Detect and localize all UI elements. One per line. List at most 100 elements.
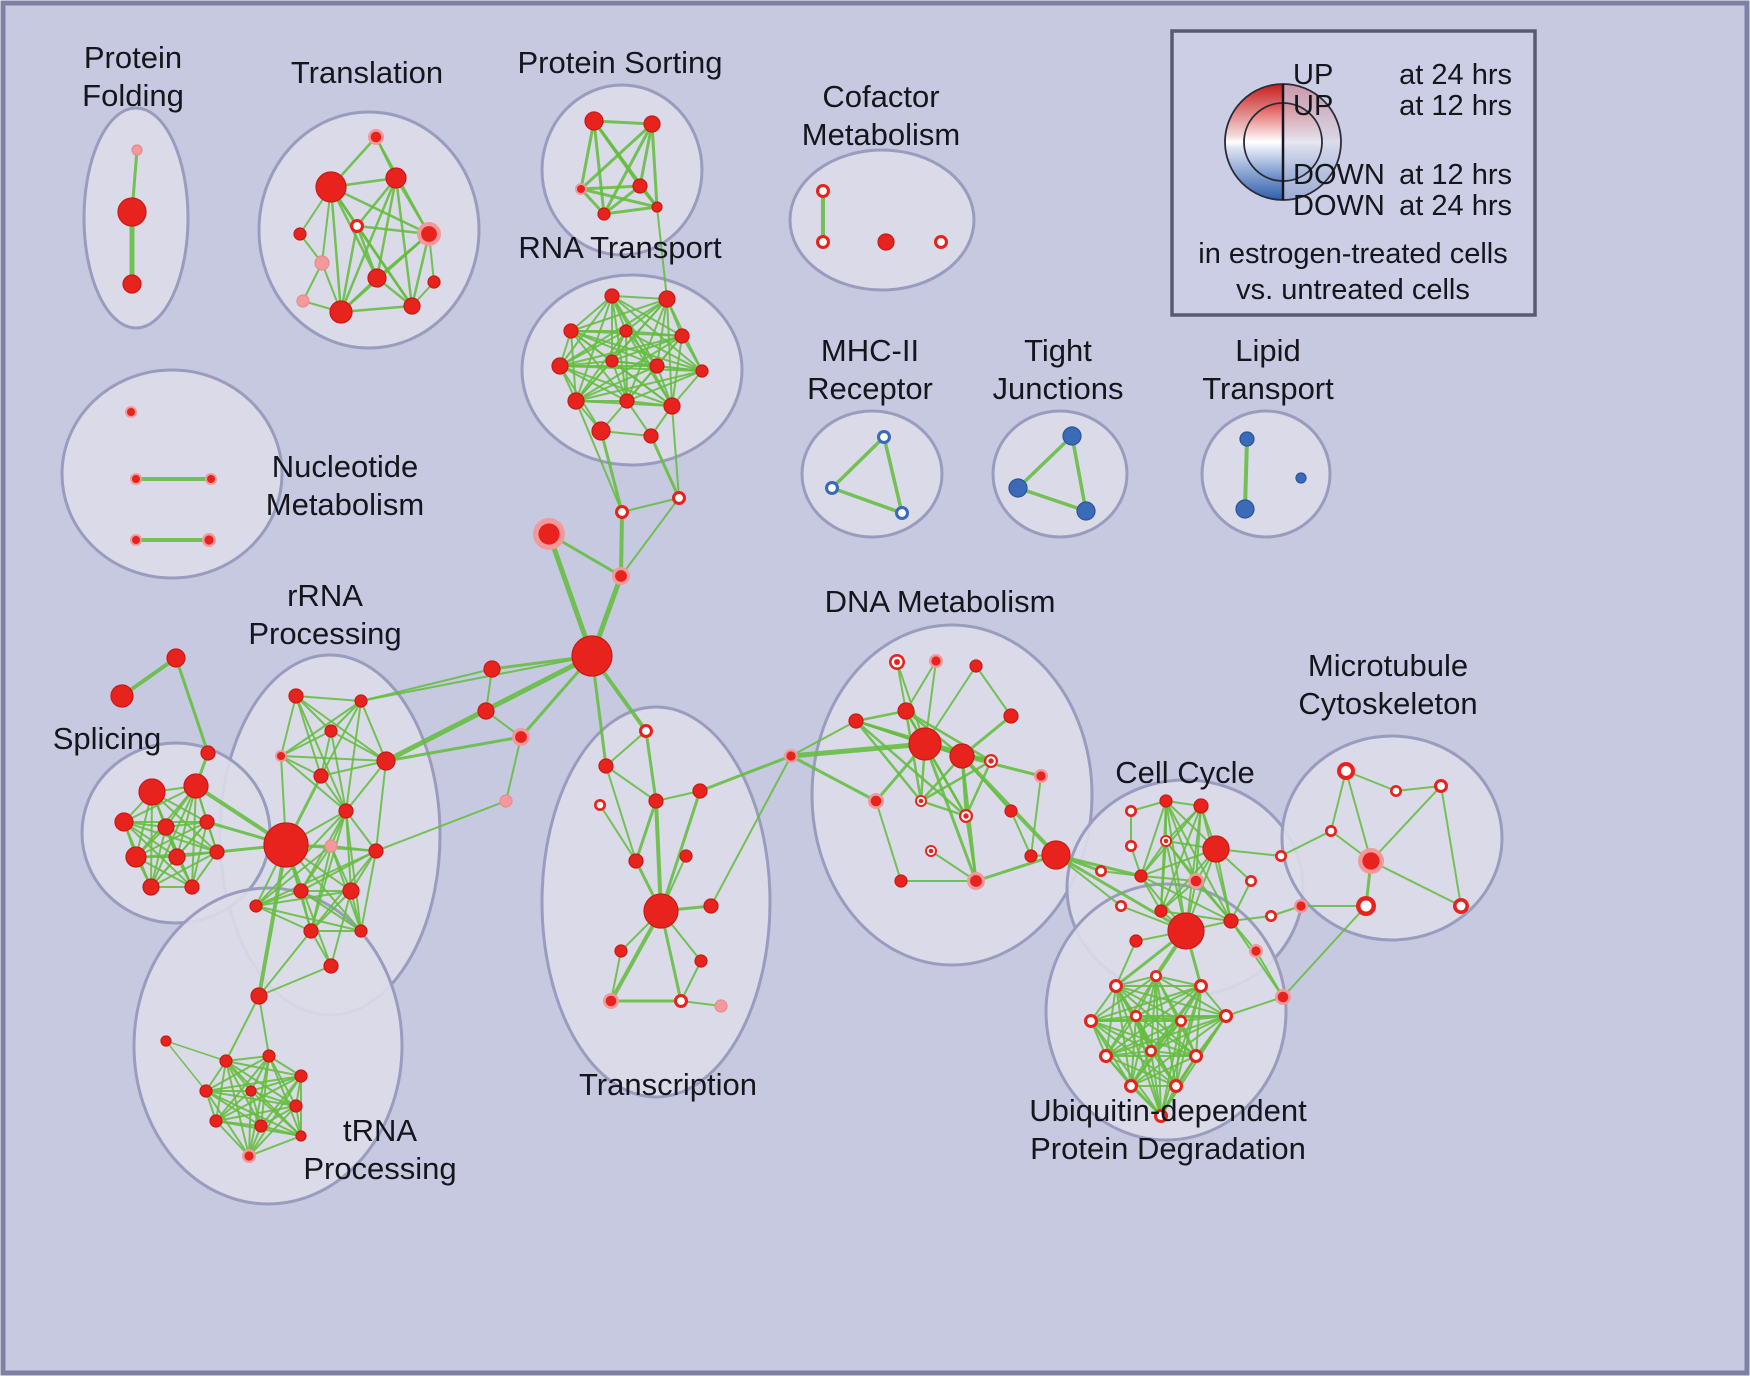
node-d9 — [1036, 771, 1046, 781]
node-tr6 — [199, 1084, 213, 1098]
node-sp6 — [125, 846, 147, 868]
edge-tr4-tr9 — [215, 1055, 270, 1122]
node-cc16 — [1223, 913, 1239, 929]
edge-rr1-rr8 — [295, 695, 347, 812]
edge-u9-u12 — [1150, 1050, 1177, 1087]
edge-r1-r11 — [611, 295, 628, 402]
node-rr16 — [323, 958, 339, 974]
edge-r2-r3 — [570, 298, 668, 332]
edge-u5-u11 — [1130, 1015, 1137, 1087]
node-tr7 — [245, 1085, 257, 1097]
node-rr1 — [288, 688, 304, 704]
cluster-label-dna-metabolism: DNA Metabolism — [825, 584, 1056, 619]
edge-rr4-rr8 — [280, 755, 347, 812]
node-ps6 — [651, 201, 663, 213]
node-tc1 — [642, 727, 650, 735]
node-u4 — [1087, 1017, 1095, 1025]
node-mc1 — [1341, 766, 1351, 776]
cluster-area-translation — [257, 110, 481, 350]
edge-sp8-sp9 — [150, 851, 218, 888]
node-tc10 — [614, 944, 628, 958]
node-rr15 — [249, 899, 263, 913]
node-t10 — [403, 297, 421, 315]
node-u13 — [1157, 1112, 1165, 1120]
edge-m1-m3 — [882, 435, 904, 515]
node-tr4 — [262, 1049, 276, 1063]
edge-r5-r6 — [559, 335, 683, 367]
edge-u2-u7 — [1155, 975, 1227, 1017]
node-u3 — [1197, 982, 1205, 990]
edge-rr1-rr4 — [280, 695, 297, 757]
edge-d3-d6 — [975, 665, 1012, 717]
network-nodes — [110, 111, 1469, 1163]
node-r12 — [663, 397, 681, 415]
edge-x1-d7 — [788, 741, 928, 759]
cluster-area-lipid-transport — [1200, 409, 1332, 539]
node-r5 — [674, 328, 690, 344]
edge-d15-d17 — [930, 850, 977, 882]
node-sp3 — [114, 812, 134, 832]
node-m1 — [880, 433, 888, 441]
edge-ps2-ps4 — [638, 122, 654, 188]
node-s0a — [110, 684, 134, 708]
edge-rr16-rr12 — [330, 890, 352, 967]
edge-m1-m2 — [830, 435, 886, 490]
edge-rr8-rr14 — [345, 810, 362, 932]
node-ps3 — [577, 185, 585, 193]
node-tc8 — [643, 893, 679, 929]
edge-u8-u12 — [1105, 1055, 1177, 1087]
edge-r10-c1 — [575, 400, 623, 513]
node-tc7 — [679, 849, 693, 863]
edge-d9-d18 — [1030, 775, 1042, 857]
edge-rr5-rr8 — [345, 760, 387, 812]
edge-u7-u8 — [1105, 1015, 1227, 1057]
node-d18 — [1024, 849, 1038, 863]
edge-tr1-tr3 — [225, 995, 260, 1062]
legend-up-24-time: at 24 hrs — [1399, 59, 1512, 91]
edge-d4-d12 — [854, 719, 923, 803]
edge-r8-r11 — [626, 365, 658, 402]
node-d2 — [931, 656, 941, 666]
node-d3 — [969, 659, 983, 673]
edge-tc3-tc6 — [634, 799, 658, 863]
edge-rr2-rr4 — [280, 700, 362, 757]
node-t3 — [385, 167, 407, 189]
node-tr8 — [289, 1099, 303, 1113]
edge-d10-d12 — [919, 759, 993, 803]
edge-tc1-tc3 — [644, 729, 658, 803]
edge-r2-r8 — [656, 298, 668, 367]
node-tc12 — [605, 995, 617, 1007]
edge-rr2-rr8 — [345, 700, 362, 812]
node-tr5 — [294, 1069, 308, 1083]
node-r2 — [658, 290, 676, 308]
edge-rr9-rr15 — [255, 845, 332, 907]
node-c7 — [477, 702, 495, 720]
node-tr11 — [295, 1130, 307, 1142]
edge-b1-u7 — [1225, 996, 1284, 1017]
edge-m2-m3 — [830, 486, 904, 515]
edge-tr7-tr12 — [248, 1090, 252, 1157]
edge-c8-c9 — [505, 736, 522, 802]
edge-cc2-cc9 — [1140, 800, 1167, 877]
edge-t3-t10 — [394, 176, 414, 308]
edge-r4-r9 — [625, 330, 703, 372]
node-t6 — [314, 255, 330, 271]
node-mc2 — [1392, 787, 1400, 795]
node-cc17 — [1267, 912, 1275, 920]
node-rr7 — [263, 822, 309, 868]
node-u2 — [1152, 972, 1160, 980]
edge-tc10-tc12 — [610, 950, 622, 1002]
edge-u11-u13 — [1130, 1085, 1162, 1117]
node-cc19 — [1251, 946, 1261, 956]
node-cc13 — [1117, 902, 1125, 910]
node-r3 — [563, 323, 579, 339]
node-cm3 — [877, 233, 895, 251]
edge-tr9-tr12 — [215, 1120, 250, 1157]
cluster-area-tight-junctions — [991, 409, 1129, 539]
edge-u6-u8 — [1105, 1020, 1182, 1057]
cluster-label-transcription: Transcription — [579, 1067, 757, 1102]
edge-tr5-tr7 — [250, 1075, 302, 1092]
node-rr4 — [277, 752, 285, 760]
node-c1 — [618, 508, 626, 516]
